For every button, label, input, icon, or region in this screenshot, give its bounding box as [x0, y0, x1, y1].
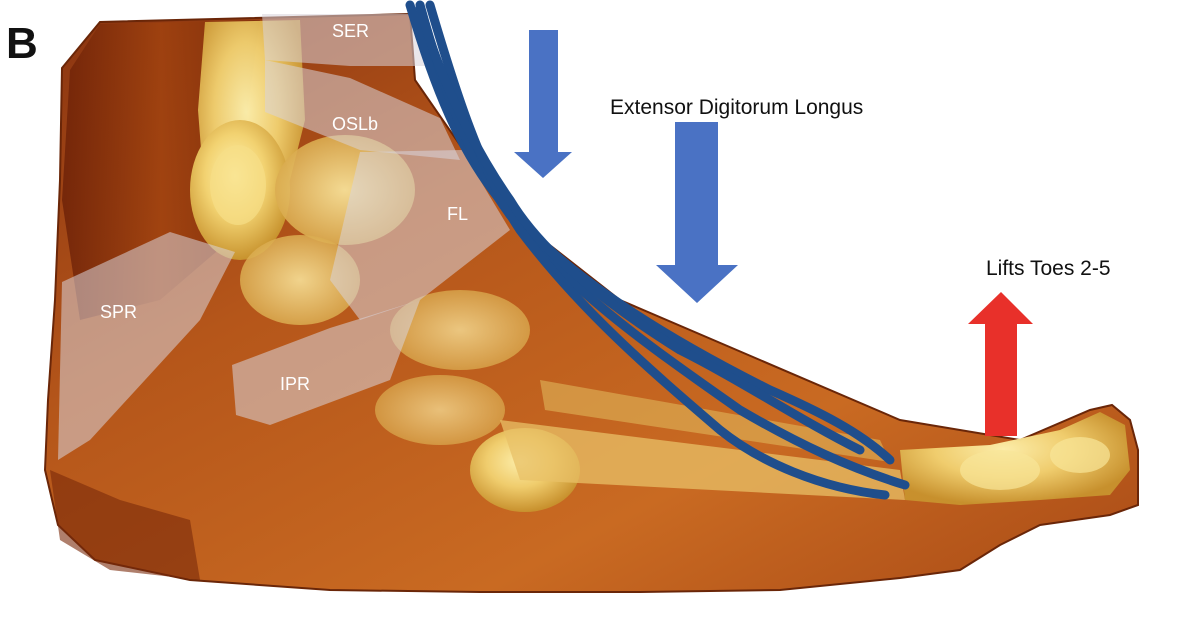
label-action: Lifts Toes 2-5 [986, 257, 1111, 280]
label-ipr: IPR [280, 374, 310, 394]
foot-silhouette [43, 12, 1139, 593]
cuboid-bone [375, 375, 505, 445]
ser-retinaculum [262, 14, 425, 66]
ipr-retinaculum [232, 300, 420, 425]
label-oslb: OSLb [332, 114, 378, 134]
spr-retinaculum [58, 232, 235, 460]
push-arrow-small [514, 30, 572, 178]
label-ser: SER [332, 21, 369, 41]
push-arrow-large [656, 122, 738, 303]
oslb-retinaculum [265, 60, 460, 160]
navicular-bone [390, 290, 530, 370]
label-spr: SPR [100, 302, 137, 322]
calcaneus-bone [240, 235, 360, 325]
lift-arrow [968, 292, 1033, 436]
edl-tendons [405, 0, 910, 500]
label-muscle: Extensor Digitorum Longus [610, 96, 863, 119]
push-arrows [514, 30, 738, 303]
fl-retinaculum [330, 150, 510, 320]
tendon-4 [415, 3, 865, 455]
retinacula [58, 14, 510, 460]
tendon-2 [415, 0, 910, 490]
panel-letter: B [6, 19, 38, 68]
label-fl: FL [447, 204, 468, 224]
